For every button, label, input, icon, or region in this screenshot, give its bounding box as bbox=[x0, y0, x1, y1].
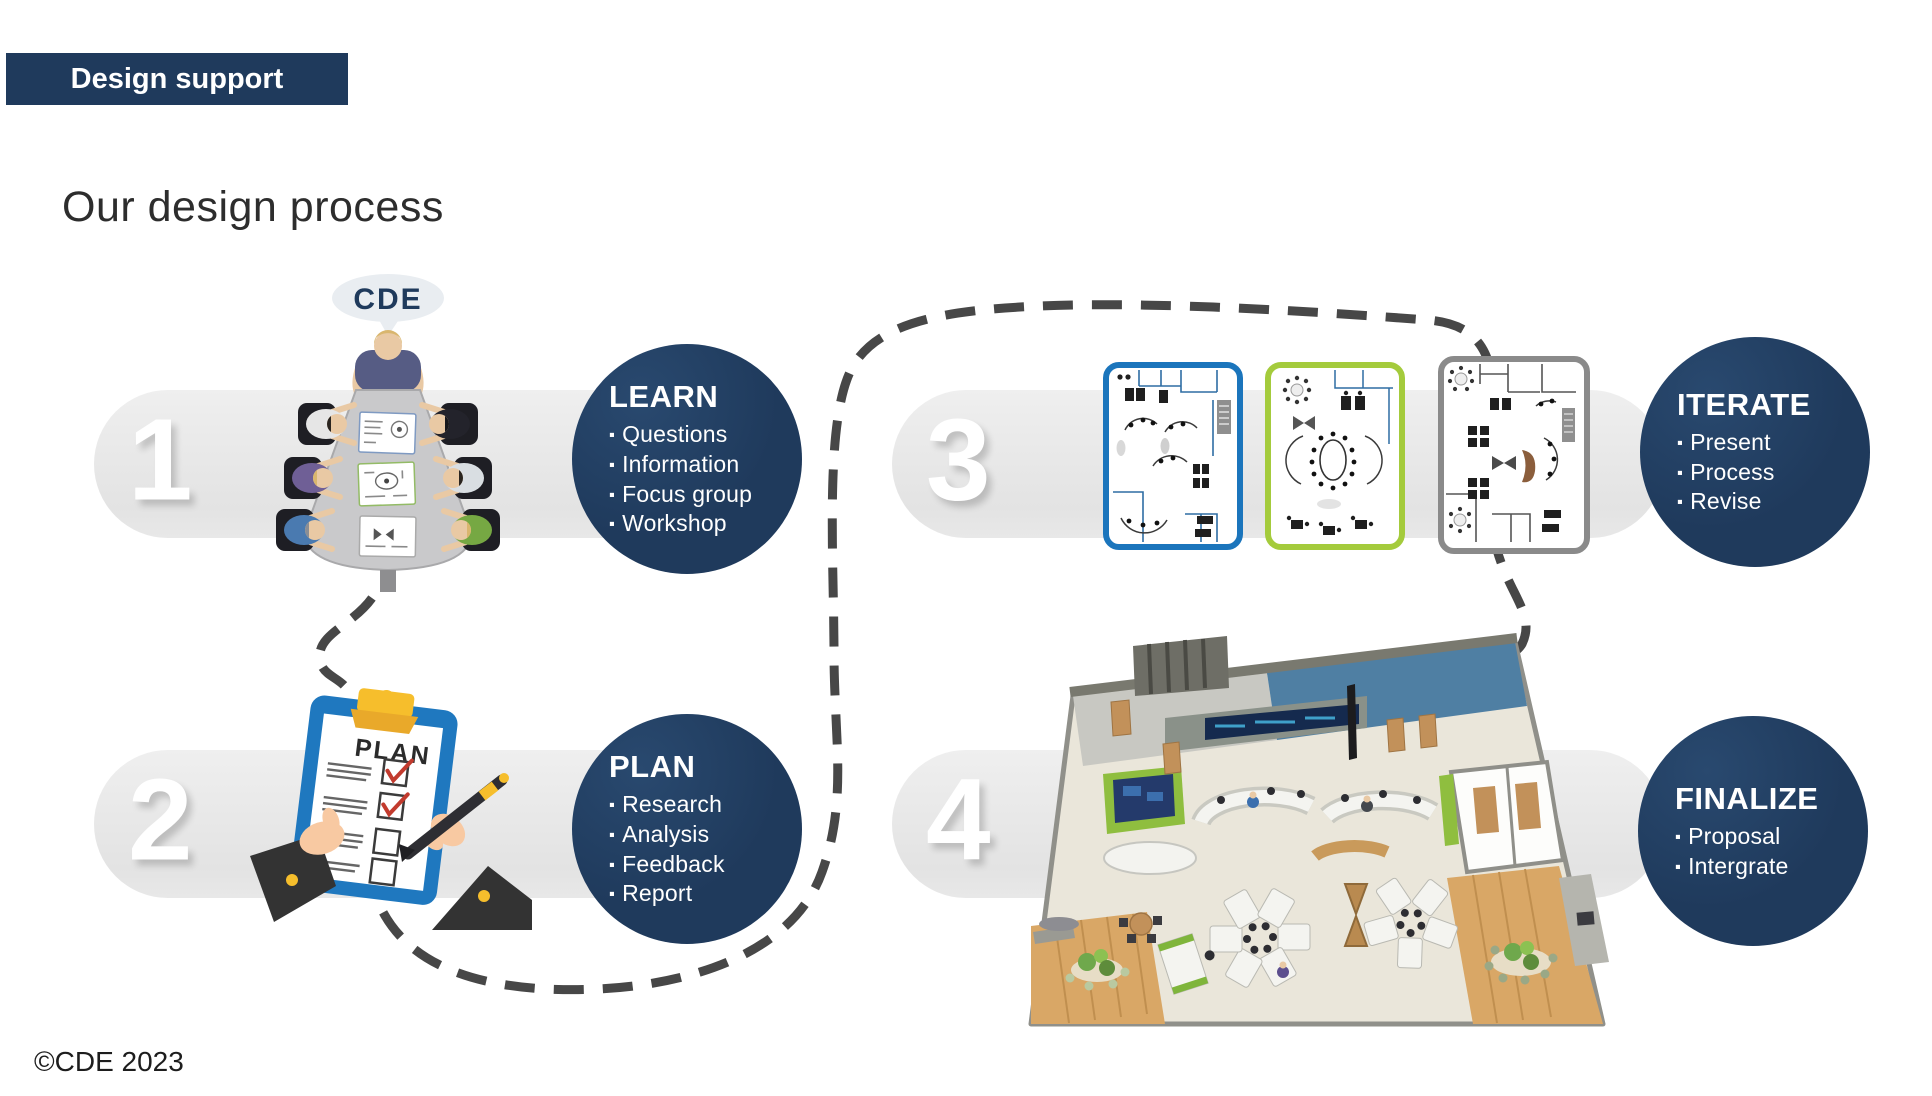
floor-plan-gray bbox=[1438, 356, 1590, 554]
plan-sheet-3 bbox=[358, 515, 417, 558]
section-badge-label: Design support bbox=[70, 62, 284, 95]
step-bullet: Research bbox=[609, 790, 802, 820]
step-bullet-list: Proposal Intergrate bbox=[1675, 822, 1868, 882]
step-bullet-list: Questions Information Focus group Worksh… bbox=[609, 420, 802, 540]
step-bullet: Proposal bbox=[1675, 822, 1868, 852]
step-bullet: Revise bbox=[1677, 487, 1870, 517]
meeting-illustration: CDE bbox=[276, 274, 500, 592]
step-number-1: 1 bbox=[128, 394, 193, 525]
office-render bbox=[1028, 633, 1609, 1027]
step-bullet: Process bbox=[1677, 458, 1870, 488]
step-bullet: Questions bbox=[609, 420, 802, 450]
step-bullet: Feedback bbox=[609, 850, 802, 880]
plan-sheet-1 bbox=[357, 411, 417, 455]
step-bullet: Intergrate bbox=[1675, 852, 1868, 882]
clipboard-illustration: PLAN bbox=[250, 688, 532, 930]
step-title: FINALIZE bbox=[1675, 780, 1819, 816]
floor-plan-blue bbox=[1103, 362, 1243, 550]
step-title: LEARN bbox=[609, 378, 719, 414]
step-title: PLAN bbox=[609, 748, 696, 784]
step-bullet: Workshop bbox=[609, 509, 802, 539]
step-circle-plan: PLAN Research Analysis Feedback Report bbox=[572, 714, 802, 944]
plan-sheet-2 bbox=[357, 461, 417, 507]
step-bullet-list: Research Analysis Feedback Report bbox=[609, 790, 802, 910]
step-title: ITERATE bbox=[1677, 386, 1811, 422]
section-badge: Design support bbox=[6, 53, 348, 105]
step-bullet: Report bbox=[609, 879, 802, 909]
step-bullet: Present bbox=[1677, 428, 1870, 458]
footer-copyright: ©CDE 2023 bbox=[34, 1046, 184, 1077]
step-bullet: Focus group bbox=[609, 480, 802, 510]
presentation-screen bbox=[1113, 774, 1175, 823]
step-circle-iterate: ITERATE Present Process Revise bbox=[1640, 337, 1870, 567]
step-number-2: 2 bbox=[128, 754, 193, 885]
step-circle-finalize: FINALIZE Proposal Intergrate bbox=[1638, 716, 1868, 946]
cde-logo: CDE bbox=[353, 283, 422, 316]
step-bullet: Analysis bbox=[609, 820, 802, 850]
step-bullet: Information bbox=[609, 450, 802, 480]
step-bullet-list: Present Process Revise bbox=[1677, 428, 1870, 518]
floor-plan-green bbox=[1265, 362, 1405, 550]
step-number-3: 3 bbox=[926, 394, 991, 525]
page-title: Our design process bbox=[62, 183, 444, 231]
step-number-4: 4 bbox=[926, 754, 991, 885]
left-hand bbox=[299, 807, 345, 855]
step-circle-learn: LEARN Questions Information Focus group … bbox=[572, 344, 802, 574]
